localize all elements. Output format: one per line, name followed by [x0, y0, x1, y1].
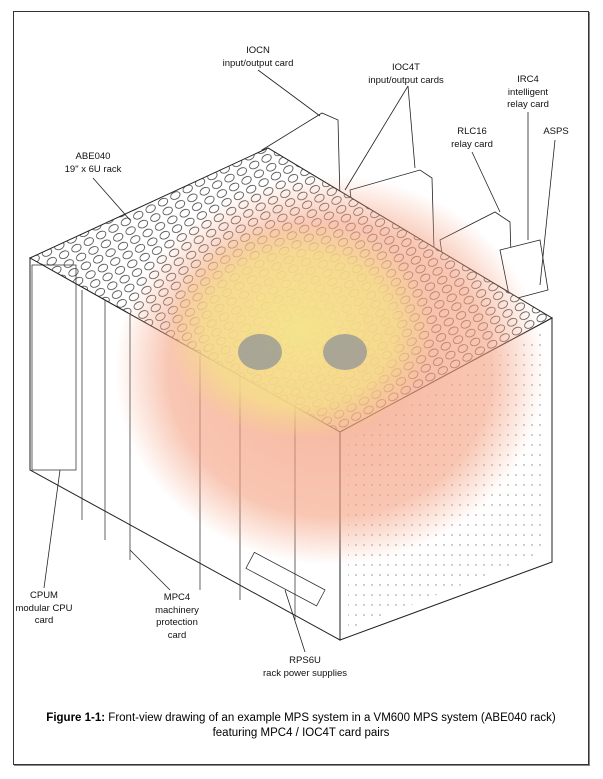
label-irc4: IRC4 intelligent relay card [507, 74, 549, 112]
label-desc: card [167, 629, 187, 641]
label-name: IOCN [246, 45, 270, 56]
label-ioc4t: IOC4T input/output cards [368, 62, 444, 87]
label-name: MPC4 [163, 592, 191, 603]
label-desc: relay card [507, 99, 549, 110]
label-name: RLC16 [457, 126, 487, 137]
label-name: CPUM [30, 590, 58, 601]
label-name: ABE040 [75, 151, 111, 162]
label-desc: input/output cards [368, 74, 444, 86]
leader-lines [43, 69, 556, 653]
caption-prefix: Figure 1-1: [46, 712, 106, 724]
label-cpum: CPUM modular CPU card [15, 590, 72, 628]
label-desc: 19" x 6U rack [64, 163, 122, 175]
label-name: IOC4T [392, 62, 420, 73]
caption-line1: Front-view drawing of an example MPS sys… [108, 712, 556, 724]
label-desc: input/output card [222, 57, 294, 69]
label-desc: modular CPU [15, 602, 73, 614]
caption-line2: featuring MPC4 / IOC4T card pairs [212, 727, 390, 739]
label-desc: relay card [451, 138, 493, 150]
figure-caption: Figure 1-1: Front-view drawing of an exa… [13, 711, 589, 741]
label-iocn: IOCN input/output card [223, 45, 294, 70]
label-name: RPS6U [289, 655, 321, 666]
figure-frame [13, 11, 589, 765]
attention-heatmap [115, 175, 545, 565]
label-name: ASPS [543, 126, 569, 137]
label-abe040: ABE040 19" x 6U rack [65, 151, 122, 176]
label-mpc4: MPC4 machinery protection card [155, 592, 199, 642]
label-asps: ASPS [543, 126, 568, 139]
label-desc: intelligent [507, 86, 549, 98]
label-desc: rack power supplies [263, 667, 347, 679]
label-desc: card [34, 615, 54, 626]
label-name: IRC4 [517, 74, 539, 85]
label-rlc16: RLC16 relay card [451, 126, 493, 151]
label-rps6u: RPS6U rack power supplies [263, 655, 347, 680]
label-desc: machinery [155, 604, 199, 616]
label-desc: protection [156, 617, 198, 628]
